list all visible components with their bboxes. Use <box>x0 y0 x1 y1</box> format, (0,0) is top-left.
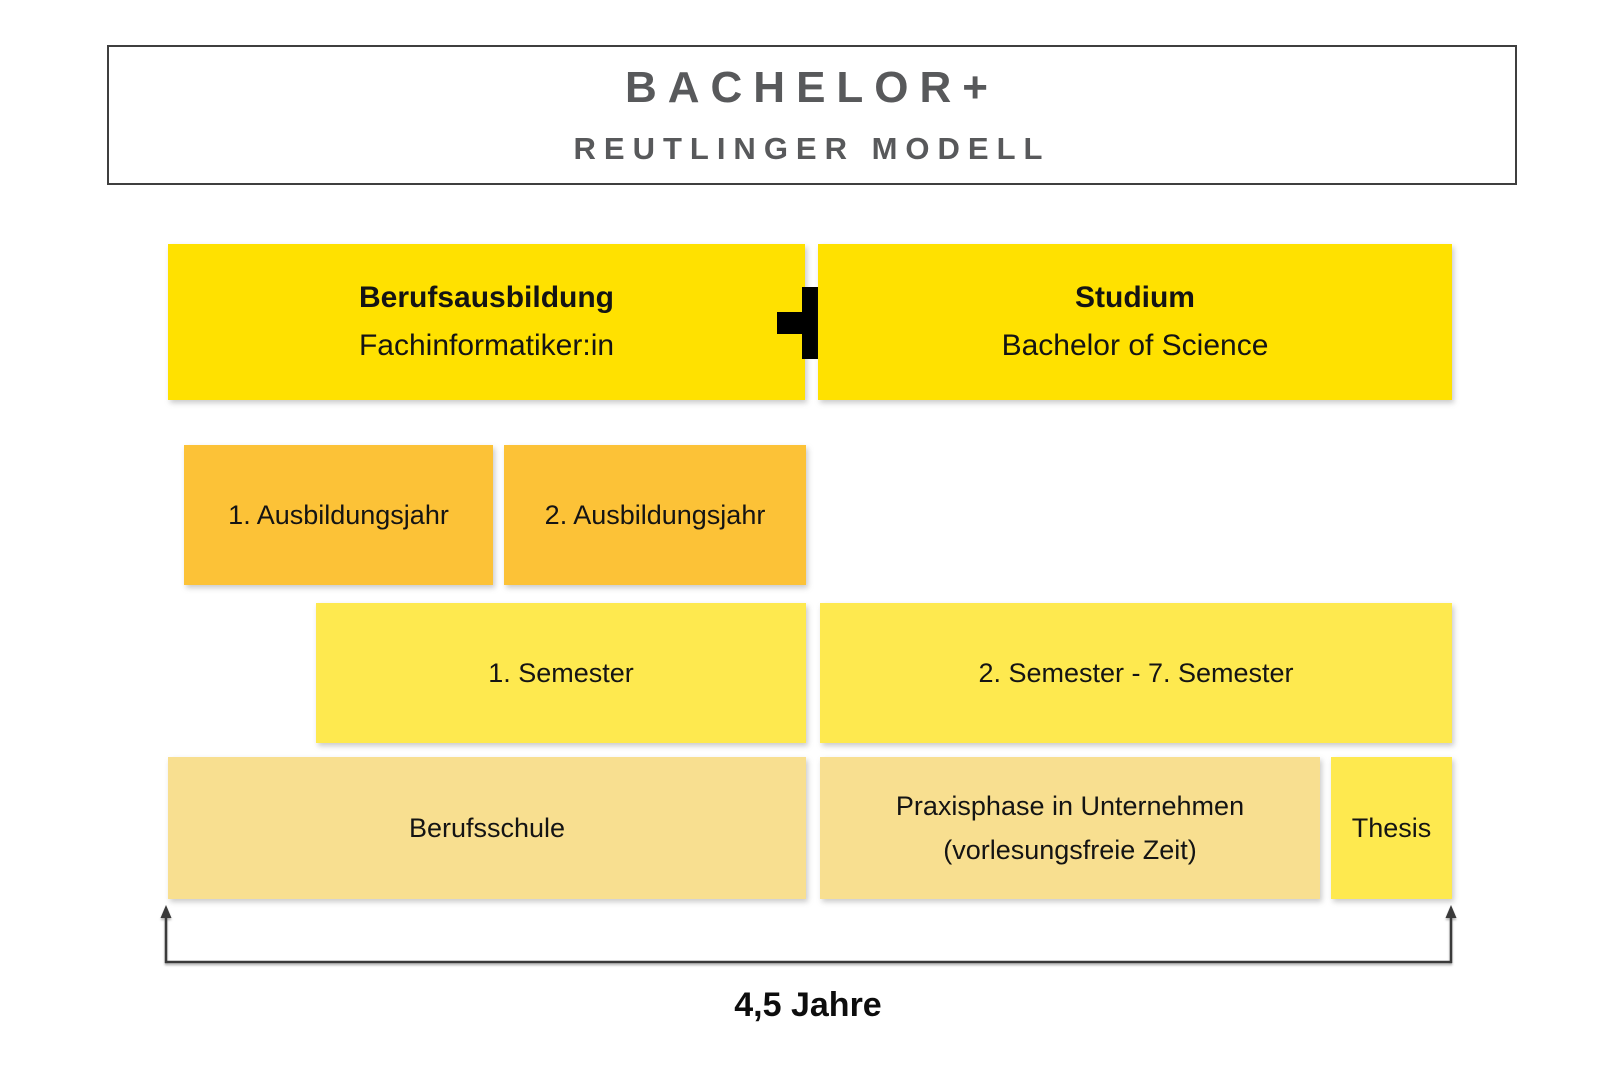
semester-1-label: 1. Semester <box>488 658 634 688</box>
ausbildungsjahr-2-label: 2. Ausbildungsjahr <box>544 500 766 530</box>
berufsausbildung-title: Berufsausbildung <box>358 281 614 314</box>
thesis-label: Thesis <box>1351 813 1432 843</box>
praxisphase-label-line2: (vorlesungsfreie Zeit) <box>943 835 1197 865</box>
title-box: BACHELOR+ REUTLINGER MODELL <box>107 45 1517 185</box>
semester-2-7-label: 2. Semester - 7. Semester <box>978 658 1294 688</box>
duration-label: 4,5 Jahre <box>734 986 882 1024</box>
berufsausbildung-box: Berufsausbildung Fachinformatiker:in <box>168 244 805 400</box>
ausbildungsjahr-1-box: 1. Ausbildungsjahr <box>184 445 493 585</box>
semester-2-7-box: 2. Semester - 7. Semester <box>820 603 1452 743</box>
page-subtitle: REUTLINGER MODELL <box>573 131 1051 166</box>
thesis-box: Thesis <box>1331 757 1452 899</box>
studium-subtitle: Bachelor of Science <box>1001 329 1269 362</box>
ausbildungsjahr-2-box: 2. Ausbildungsjahr <box>504 445 806 585</box>
page-title: BACHELOR+ <box>624 63 1000 112</box>
praxisphase-box: Praxisphase in Unternehmen (vorlesungsfr… <box>820 757 1320 899</box>
berufsschule-label: Berufsschule <box>408 813 566 843</box>
berufsausbildung-subtitle: Fachinformatiker:in <box>358 329 615 362</box>
studium-title: Studium <box>1075 281 1195 314</box>
studium-box: Studium Bachelor of Science <box>818 244 1452 400</box>
berufsschule-box: Berufsschule <box>168 757 806 899</box>
duration-bracket-icon <box>160 905 1457 964</box>
praxisphase-label-line1: Praxisphase in Unternehmen <box>895 791 1245 821</box>
semester-1-box: 1. Semester <box>316 603 806 743</box>
ausbildungsjahr-1-label: 1. Ausbildungsjahr <box>228 500 449 530</box>
